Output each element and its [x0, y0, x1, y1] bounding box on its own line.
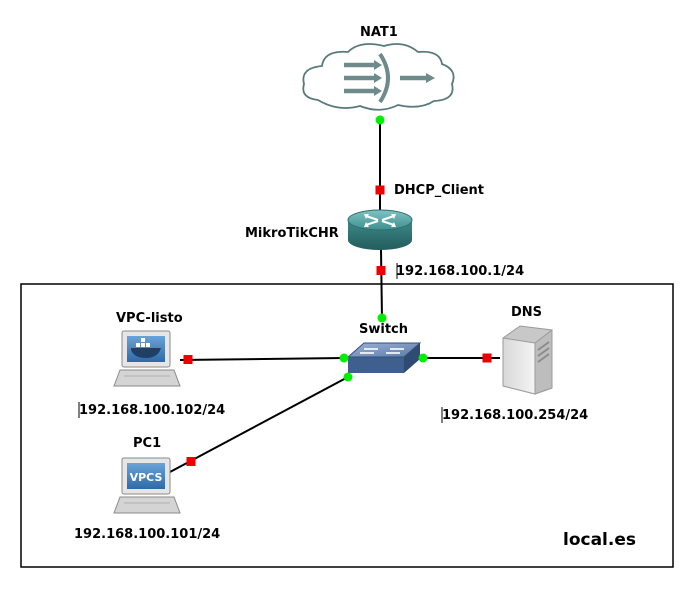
label-ticks	[78, 263, 443, 423]
port-red-square	[186, 457, 196, 466]
port-up-dot	[418, 353, 428, 363]
nat-cloud-icon[interactable]	[302, 43, 455, 111]
vpc-listo-laptop-icon[interactable]	[113, 330, 181, 387]
port-red-square	[482, 353, 492, 363]
dns-ip-label: 192.168.100.254/24	[442, 408, 589, 423]
pc1-laptop-icon[interactable]: VPCS	[113, 457, 181, 514]
dns-label: DNS	[511, 305, 543, 320]
router-label: MikroTikCHR	[245, 226, 339, 241]
port-up-dot	[377, 313, 387, 323]
port-up-dot	[343, 372, 353, 382]
port-indicators	[183, 115, 492, 466]
nat-label: NAT1	[360, 25, 398, 40]
pc1-label: PC1	[133, 436, 162, 451]
link-pc1-switch[interactable]	[169, 376, 349, 473]
docker-whale-icon	[131, 338, 161, 358]
zone-boundary	[20, 283, 674, 568]
pc1-screen-text: VPCS	[130, 471, 163, 484]
port-red-square	[183, 355, 193, 364]
links	[169, 120, 500, 473]
port-up-dot	[339, 353, 349, 363]
router-ip-label: 192.168.100.1/24	[396, 264, 525, 279]
vpc-listo-label: VPC-listo	[116, 311, 183, 326]
port-red-square	[375, 185, 385, 195]
zone-label: local.es	[563, 530, 636, 550]
link-router-switch[interactable]	[380, 249, 383, 319]
switch-label: Switch	[359, 322, 409, 337]
pc1-ip-label: 192.168.100.101/24	[74, 527, 221, 542]
port-red-square	[376, 266, 386, 275]
router-icon[interactable]	[347, 209, 413, 250]
switch-icon[interactable]	[346, 342, 422, 373]
dhcp-client-label: DHCP_Client	[394, 183, 484, 198]
dns-server-icon[interactable]	[502, 325, 553, 395]
link-vpc-switch[interactable]	[179, 357, 345, 361]
vpc-listo-ip-label: 192.168.100.102/24	[79, 403, 226, 418]
port-up-dot	[375, 115, 385, 125]
